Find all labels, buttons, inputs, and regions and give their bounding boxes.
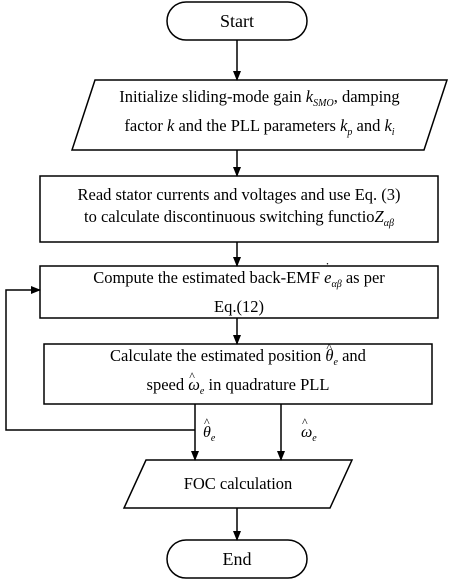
var-ki: k [384,116,392,135]
signal-omega-var: ω [301,415,312,442]
var-theta-hat: θ [325,336,333,367]
sub-i: i [391,127,395,138]
compute-text-1a: Compute the estimated back-EMF [93,267,325,287]
init-text-2a: factor [124,116,168,135]
read-text-2a: to calculate discontinuous switching fun… [84,206,375,226]
var-z: Z [374,206,384,226]
init-text-1b: , damping [333,87,400,106]
read-line-2: to calculate discontinuous switching fun… [84,206,394,235]
calculate-node: Calculate the estimated position θe and … [44,336,432,404]
var-e-hat: e [324,258,331,289]
init-text-1a: Initialize sliding-mode gain [119,87,306,106]
calculate-process-shape [43,343,433,405]
sub-smo: SMO [313,98,334,109]
compute-node: Compute the estimated back-EMF eαβ as pe… [40,258,438,318]
signal-omega-sub: e [312,433,317,444]
init-text-2b: and the PLL parameters [174,116,341,135]
calculate-line-2: speed ωe in quadrature PLL [146,365,330,403]
compute-text-1b: as per [341,267,385,287]
end-label: End [222,549,252,569]
init-text-2c: and [352,116,385,135]
feedback-loop-line [5,286,195,431]
read-line-1: Read stator currents and voltages and us… [77,184,401,204]
start-label: Start [220,11,254,31]
foc-label: FOC calculation [183,474,293,493]
calculate-line-1: Calculate the estimated position θe and [110,336,366,374]
omega-signal-label: ωe [301,415,317,444]
read-node: Read stator currents and voltages and us… [40,176,438,242]
calculate-text-2b: in quadrature PLL [204,375,330,394]
read-process-shape [39,175,439,243]
var-k-smo: k [305,87,314,106]
init-node: Initialize sliding-mode gain kSMO, dampi… [72,80,447,150]
sub-e-omega: e [199,386,205,397]
signal-theta-var: θ [203,415,211,442]
signal-theta-sub: e [210,433,216,444]
theta-signal-label: θe [203,415,216,444]
sub-e-theta: e [333,357,338,368]
sub-p: p [347,127,353,138]
var-kp: k [340,116,348,135]
init-line-1: Initialize sliding-mode gain kSMO, dampi… [119,86,399,115]
sub-alphabeta-e: αβ [331,278,342,290]
compute-line-1: Compute the estimated back-EMF eαβ as pe… [93,258,385,296]
end-node: End [167,540,307,578]
calculate-text-2a: speed [146,375,189,394]
start-node: Start [167,2,307,40]
var-k: k [167,116,175,135]
calculate-text-1b: and [337,346,366,365]
init-parallelogram-shape [70,79,449,151]
compute-line-2: Eq.(12) [214,296,264,316]
sub-alphabeta-z: αβ [383,217,394,229]
var-omega-hat: ω [188,365,200,396]
init-line-2: factor k and the PLL parameters kp and k… [124,115,394,144]
calculate-text-1a: Calculate the estimated position [110,346,326,365]
foc-node: FOC calculation [124,460,352,508]
